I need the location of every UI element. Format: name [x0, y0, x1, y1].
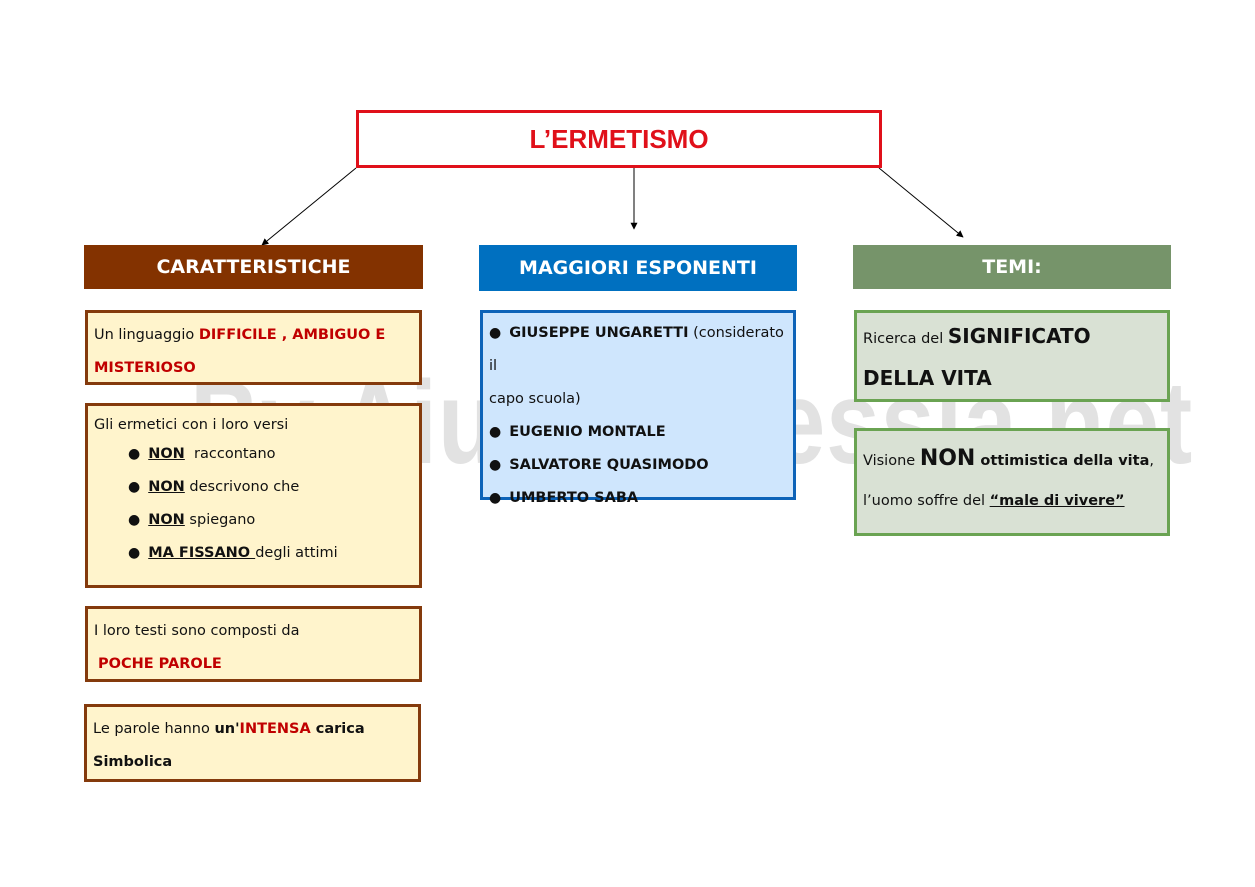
bullet-icon: ●	[128, 512, 141, 528]
list-item: ● MA FISSANO degli attimi	[128, 537, 413, 570]
versi-list: ● NON raccontano ● NON descrivono che ● NON…	[94, 438, 413, 570]
header-esponenti: MAGGIORI ESPONENTI	[479, 245, 797, 291]
esponente-name: EUGENIO MONTALE	[509, 424, 666, 440]
list-item: ● NON descrivono che	[128, 471, 413, 504]
bullet-icon: ●	[489, 325, 502, 341]
caratteristica-parole: Le parole hanno un'INTENSA carica Simbol…	[84, 704, 421, 782]
bullet-icon: ●	[489, 490, 502, 506]
item-key: NON	[148, 512, 185, 528]
box-big: NON	[919, 446, 976, 471]
list-item: ● NON spiegano	[128, 504, 413, 537]
box-highlight: MISTERIOSO	[94, 360, 196, 376]
box-underline: “male di vivere”	[989, 493, 1125, 509]
item-text: descrivono che	[184, 479, 300, 495]
header-temi: TEMI:	[853, 245, 1171, 289]
box-line: Visione NON ottimistica della vita,	[863, 437, 1161, 483]
caratteristica-linguaggio: Un linguaggio DIFFICILE , AMBIGUO E MIST…	[85, 310, 422, 385]
box-text: Visione	[863, 453, 920, 469]
bullet-icon: ●	[128, 446, 141, 462]
box-highlight: INTENSA	[239, 721, 311, 737]
item-key: NON	[148, 446, 185, 462]
arrow-to-caratteristiche	[261, 167, 357, 246]
header-caratteristiche: CARATTERISTICHE	[84, 245, 423, 289]
box-text: I loro testi sono composti da	[94, 623, 300, 639]
box-text: Un linguaggio	[94, 327, 199, 343]
esponente-note: (considerato il	[489, 325, 784, 374]
bullet-icon: ●	[128, 545, 141, 561]
box-text: ,	[1149, 453, 1154, 469]
box-line: Ricerca del SIGNIFICATO	[863, 317, 1161, 358]
bullet-icon: ●	[489, 457, 502, 473]
tema-visione: Visione NON ottimistica della vita, l’uo…	[854, 428, 1170, 536]
esponente-name: UMBERTO SABA	[509, 490, 639, 506]
item-text: degli attimi	[255, 545, 338, 561]
list-item: ● SALVATORE QUASIMODO	[489, 449, 787, 482]
list-item: ● GIUSEPPE UNGARETTI (considerato il	[489, 317, 787, 383]
box-bold: ottimistica della vita	[975, 453, 1150, 469]
box-bold: Simbolica	[93, 754, 173, 770]
box-text: Gli ermetici con i loro versi	[94, 417, 289, 433]
title-box: L’ERMETISMO	[356, 110, 882, 168]
box-highlight: POCHE PAROLE	[98, 656, 222, 672]
esponente-name: SALVATORE QUASIMODO	[509, 457, 709, 473]
box-bold: carica	[310, 721, 365, 737]
item-text: spiegano	[184, 512, 256, 528]
tema-significato: Ricerca del SIGNIFICATO DELLA VITA	[854, 310, 1170, 402]
box-line: Le parole hanno un'INTENSA carica	[93, 713, 412, 746]
box-big: SIGNIFICATO	[947, 324, 1091, 348]
box-line: l’uomo soffre del “male di vivere”	[863, 483, 1161, 519]
caratteristica-versi: Gli ermetici con i loro versi ● NON racco…	[85, 403, 422, 588]
caratteristica-testi: I loro testi sono composti da POCHE PARO…	[85, 606, 422, 682]
esponenti-box: ● GIUSEPPE UNGARETTI (considerato il capo…	[480, 310, 796, 506]
box-highlight: DIFFICILE , AMBIGUO E	[198, 327, 386, 343]
item-key: NON	[148, 479, 185, 495]
box-text: Ricerca del	[863, 331, 948, 347]
list-item: ● UMBERTO SABA	[489, 482, 787, 515]
box-text: l’uomo soffre del	[863, 493, 990, 509]
list-item: ● NON raccontano	[128, 438, 413, 471]
esponente-note: capo scuola)	[489, 391, 581, 407]
item-text: raccontano	[184, 446, 276, 462]
arrow-to-temi	[878, 167, 964, 238]
box-text: Le parole hanno	[93, 721, 215, 737]
esponente-name: GIUSEPPE UNGARETTI	[509, 325, 689, 341]
bullet-icon: ●	[128, 479, 141, 495]
box-line: Un linguaggio DIFFICILE , AMBIGUO E	[94, 319, 413, 352]
bullet-icon: ●	[489, 424, 502, 440]
list-item: ● EUGENIO MONTALE	[489, 416, 787, 449]
box-big: DELLA VITA	[863, 366, 992, 390]
box-bold: un'	[214, 721, 240, 737]
page-title: L’ERMETISMO	[529, 123, 709, 154]
item-key: MA FISSANO	[148, 545, 256, 561]
